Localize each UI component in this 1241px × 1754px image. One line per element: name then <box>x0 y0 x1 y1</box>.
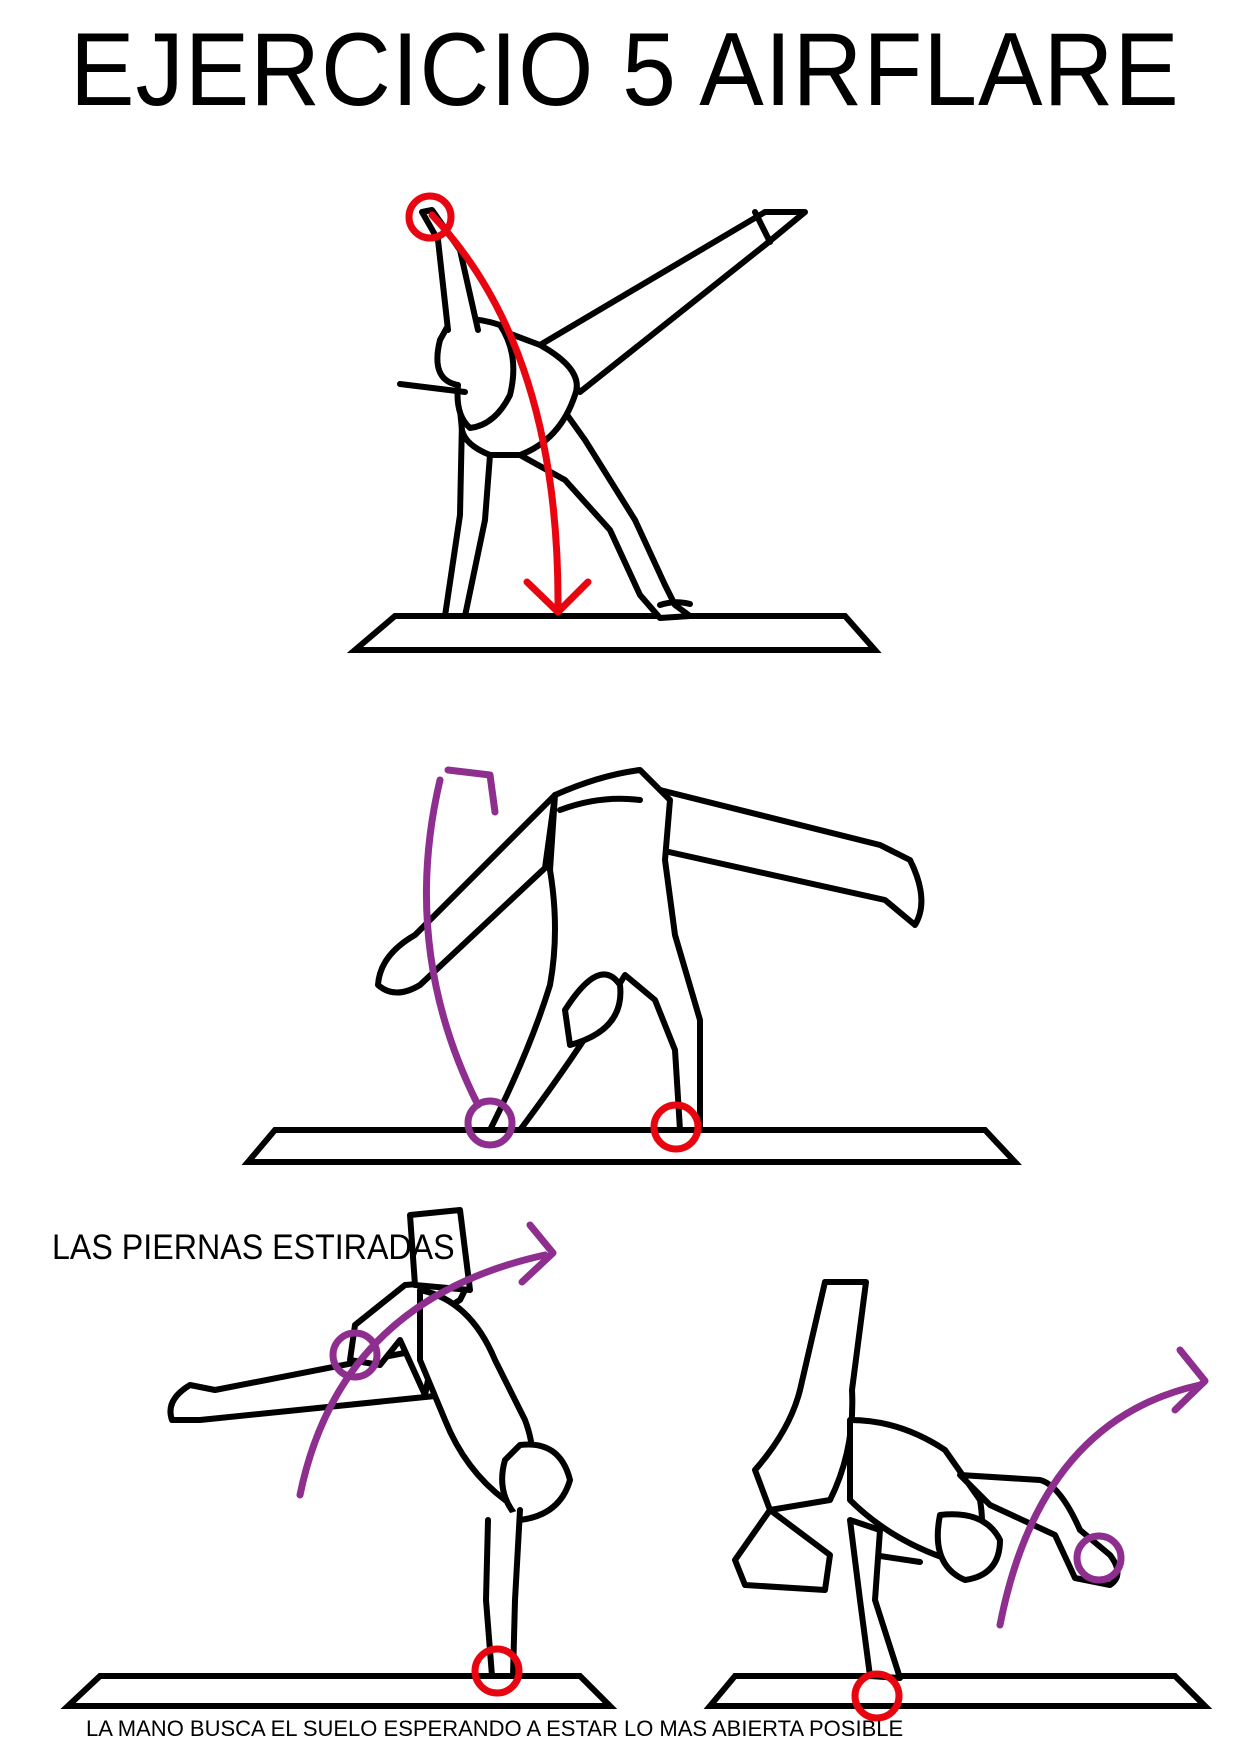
legs-note: LAS PIERNAS ESTIRADAS <box>52 1228 455 1267</box>
floor-hand-marker <box>851 1670 903 1722</box>
step-4-figure <box>703 1279 1213 1709</box>
bottom-caption: LA MANO BUSCA EL SUELO ESPERANDO A ESTAR… <box>86 1716 904 1741</box>
up-arrow <box>423 776 482 1109</box>
floor-mat-4 <box>703 1673 1213 1709</box>
step-3-arrows <box>296 1221 557 1697</box>
step-1-arrows <box>405 192 592 616</box>
down-arrow-head <box>523 578 592 616</box>
hand-contact-marker <box>405 192 455 242</box>
upper-hand-marker <box>329 1329 381 1381</box>
right-hand-marker <box>650 1101 702 1153</box>
support-hand-marker <box>471 1645 523 1697</box>
curve-arrow-2 <box>996 1381 1204 1629</box>
down-arrow <box>428 211 562 614</box>
floor-mat-3 <box>60 1673 618 1709</box>
step-2-arrows <box>423 766 702 1153</box>
step-3-figure <box>60 1207 618 1709</box>
curve-arrow-head <box>518 1221 557 1286</box>
floor-mat-1 <box>346 613 882 653</box>
free-hand-marker <box>1073 1532 1125 1584</box>
up-arrow-head <box>444 766 499 816</box>
page-title: EJERCICIO 5 AIRFLARE <box>70 12 1180 128</box>
floor-mat-2 <box>241 1127 1022 1165</box>
left-hand-marker <box>464 1097 516 1149</box>
curve-arrow-2-head <box>1171 1346 1209 1414</box>
step-2-figure <box>241 767 1022 1165</box>
step-1-figure <box>346 207 882 653</box>
step-4-arrows <box>851 1346 1209 1722</box>
curve-arrow <box>296 1251 549 1499</box>
